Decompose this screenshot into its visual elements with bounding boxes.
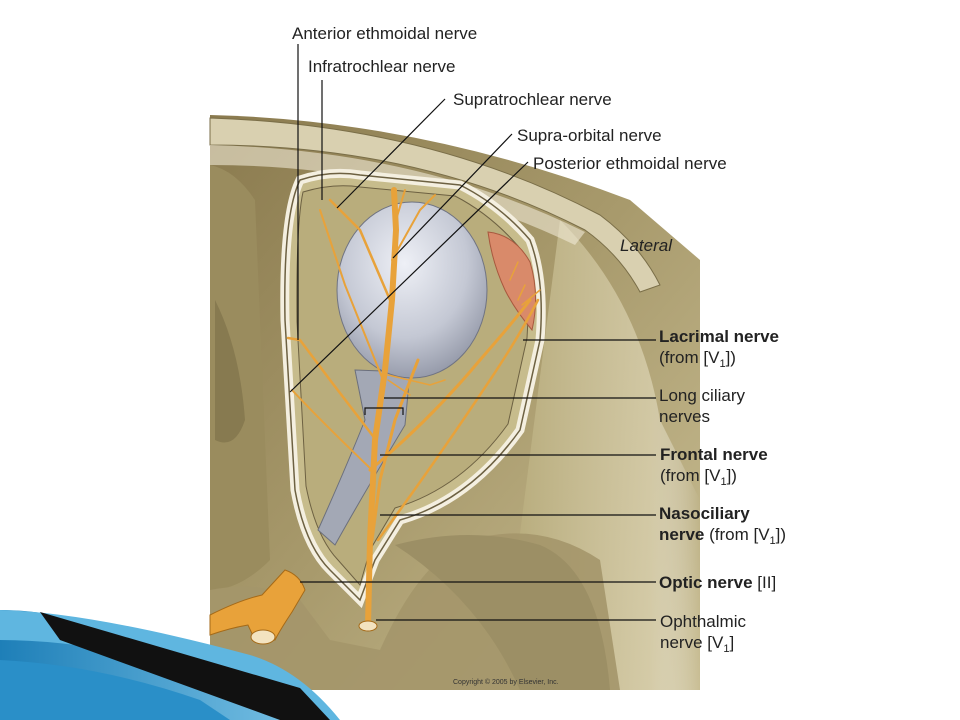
nasociliary-from-pre: (from [V [704, 525, 770, 544]
nerves [286, 187, 541, 628]
frontal-from-post: ]) [726, 466, 737, 485]
nasociliary-from-sub: 1 [769, 535, 776, 547]
label-frontal-nerve: Frontal nerve (from [V1]) [660, 444, 768, 493]
nasociliary-name2: nerve [659, 525, 705, 544]
label-infratrochlear-nerve: Infratrochlear nerve [308, 57, 456, 76]
lacrimal-gland [487, 231, 537, 332]
label-long-ciliary-nerves: Long ciliary nerves [659, 385, 745, 427]
optic-name: Optic nerve [659, 573, 753, 592]
label-supratrochlear-nerve: Supratrochlear nerve [453, 90, 612, 109]
label-posterior-ethmoidal-nerve: Posterior ethmoidal nerve [533, 154, 727, 173]
long-ciliary-line1: Long ciliary [659, 386, 745, 405]
ophthalmic-line1: Ophthalmic [660, 612, 746, 631]
optic-nerve-sheath [317, 369, 411, 546]
label-lateral: Lateral [620, 236, 672, 255]
frontal-name: Frontal nerve [660, 445, 768, 464]
left-optic-nerve [209, 569, 306, 641]
lacrimal-from-pre: (from [V [659, 348, 720, 367]
copyright-notice: Copyright © 2005 by Elsevier, Inc. [453, 679, 559, 686]
label-anterior-ethmoidal-nerve: Anterior ethmoidal nerve [292, 24, 478, 43]
ophthalmic-sub: 1 [723, 643, 730, 655]
lacrimal-from-post: ]) [725, 348, 736, 367]
nasociliary-from-post: ]) [775, 525, 787, 544]
label-nasociliary-nerve: Nasociliary nerve (from [V1]) [659, 503, 786, 552]
long-ciliary-line2: nerves [659, 407, 711, 426]
label-ophthalmic-nerve: Ophthalmic nerve [V1] [660, 611, 746, 660]
label-supra-orbital-nerve: Supra-orbital nerve [517, 126, 662, 145]
label-optic-nerve: Optic nerve [II] [659, 572, 776, 593]
lacrimal-name: Lacrimal nerve [659, 327, 780, 346]
label-lacrimal-nerve: Lacrimal nerve (from [V1]) [659, 326, 779, 375]
optic-suffix: [II] [752, 573, 777, 592]
corner-decoration [0, 610, 340, 720]
lacrimal-from-sub: 1 [719, 358, 726, 370]
ophthalmic-post: ] [729, 633, 735, 652]
ophthalmic-pre: nerve [V [660, 633, 724, 652]
frontal-from-pre: (from [V [660, 466, 721, 485]
leader-lines [289, 44, 656, 621]
frontal-from-sub: 1 [720, 476, 727, 488]
nasociliary-name: Nasociliary [659, 504, 750, 523]
